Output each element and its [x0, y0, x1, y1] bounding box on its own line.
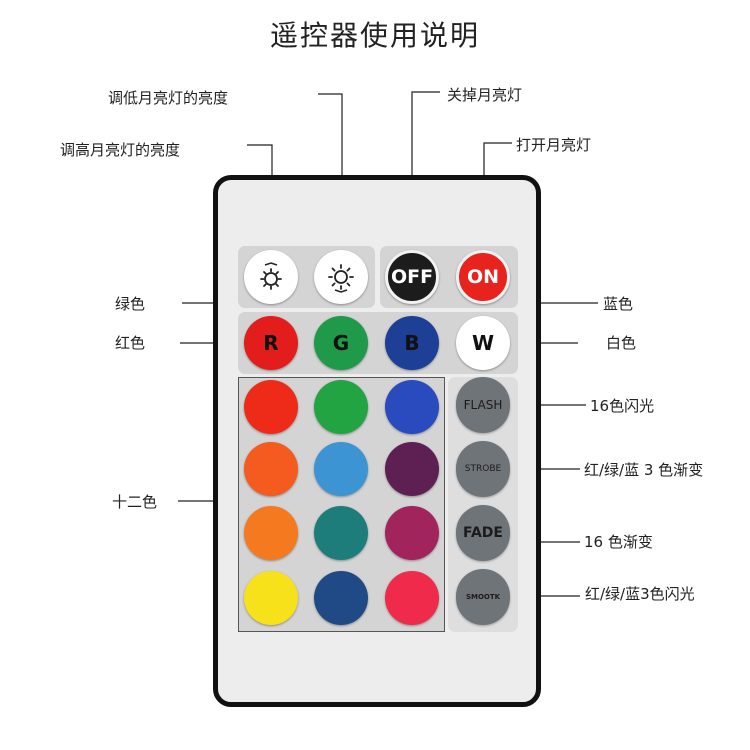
off-button[interactable]: OFF	[385, 250, 439, 304]
color-button-5[interactable]	[314, 442, 368, 496]
smooth-button[interactable]: SMOOTK	[456, 569, 510, 625]
label-red: 红色	[115, 334, 146, 352]
label-blue: 蓝色	[603, 295, 634, 313]
label-fade: 16 色渐变	[584, 533, 653, 551]
color-button-8[interactable]	[314, 506, 368, 560]
strobe-button-label: STROBE	[464, 464, 502, 474]
label-white: 白色	[606, 334, 637, 352]
sun-dim-up-icon	[328, 264, 354, 293]
fade-button-label: FADE	[463, 525, 503, 541]
flash-button[interactable]: FLASH	[456, 377, 510, 433]
label-dim-up: 调高月亮灯的亮度	[60, 141, 181, 159]
color-button-11[interactable]	[314, 571, 368, 625]
white-button[interactable]: W	[456, 316, 510, 370]
label-strobe: 红/绿/蓝 3 色渐变	[584, 461, 704, 479]
color-button-12[interactable]	[385, 571, 439, 625]
strobe-button[interactable]: STROBE	[456, 441, 510, 497]
green-button-label: G	[332, 331, 350, 355]
flash-button-label: FLASH	[463, 398, 503, 412]
label-dim-down: 调低月亮灯的亮度	[108, 89, 229, 107]
blue-button-label: B	[404, 331, 420, 355]
color-button-2[interactable]	[314, 380, 368, 434]
label-flash: 16色闪光	[590, 397, 655, 415]
color-button-3[interactable]	[385, 380, 439, 434]
label-green: 绿色	[115, 295, 146, 313]
fade-button[interactable]: FADE	[456, 505, 510, 561]
color-button-7[interactable]	[244, 506, 298, 560]
red-button[interactable]: R	[244, 316, 298, 370]
color-button-4[interactable]	[244, 442, 298, 496]
red-button-label: R	[263, 331, 279, 355]
white-button-label: W	[471, 331, 495, 355]
blue-button[interactable]: B	[385, 316, 439, 370]
color-button-6[interactable]	[385, 442, 439, 496]
label-off: 关掉月亮灯	[447, 86, 523, 104]
label-smooth: 红/绿/蓝3色闪光	[585, 585, 695, 603]
color-button-1[interactable]	[244, 380, 298, 434]
on-button[interactable]: ON	[456, 250, 510, 304]
sun-dim-down-icon	[260, 262, 282, 290]
color-button-9[interactable]	[385, 506, 439, 560]
diagram-title: 遥控器使用说明	[269, 19, 480, 52]
label-twelve-colors: 十二色	[112, 493, 158, 511]
color-button-10[interactable]	[244, 571, 298, 625]
off-button-label: OFF	[390, 266, 434, 288]
on-button-label: ON	[466, 266, 500, 288]
green-button[interactable]: G	[314, 316, 368, 370]
smooth-button-label: SMOOTK	[465, 593, 501, 601]
dim-up-button[interactable]	[314, 250, 368, 304]
dim-down-button[interactable]	[244, 250, 298, 304]
label-on: 打开月亮灯	[516, 136, 592, 154]
